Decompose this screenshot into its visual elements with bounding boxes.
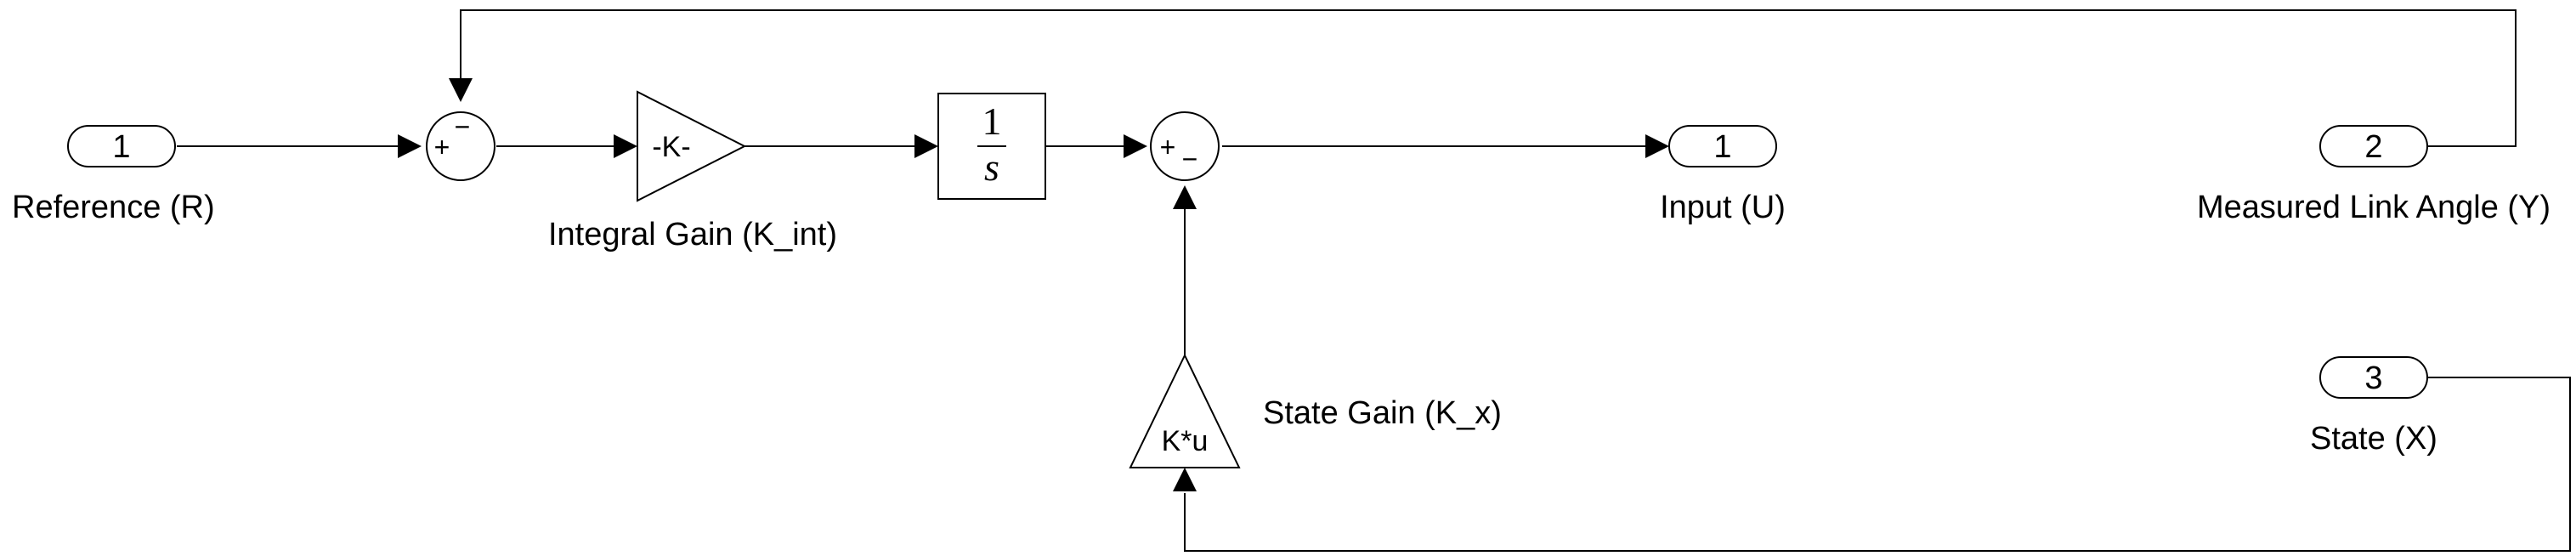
inport-measured-link-angle-label: Measured Link Angle (Y) [2197, 190, 2551, 225]
arrow-into-sum2-left [1124, 134, 1147, 158]
arrow-into-sum1-top [449, 78, 473, 102]
inport-measured-link-angle-shape [2319, 125, 2428, 167]
outport-input-number: 1 [1713, 129, 1731, 165]
integrator-denominator: s [984, 145, 999, 189]
inport-state-shape [2319, 356, 2428, 399]
sum-block-2-minus-sign: − [1182, 144, 1198, 174]
integrator-block[interactable]: 1 s [937, 93, 1046, 200]
arrow-into-state-gain [1173, 468, 1197, 491]
sum-block-2[interactable]: + − [1150, 111, 1220, 181]
inport-reference-label: Reference (R) [12, 190, 215, 225]
sum-block-1-minus-sign: − [455, 111, 471, 142]
sum-block-1-plus-sign: + [434, 132, 450, 162]
state-gain-text: K*u [1162, 425, 1209, 457]
inport-measured-link-angle[interactable]: 2 Measured Link Angle (Y) [2197, 125, 2551, 225]
arrow-into-output [1645, 134, 1669, 158]
inport-reference-shape [67, 125, 176, 167]
outport-input[interactable]: 1 Input (U) [1660, 125, 1786, 225]
state-gain-label: State Gain (K_x) [1263, 395, 1502, 431]
state-gain-block[interactable]: K*u State Gain (K_x) [1129, 353, 1502, 468]
inport-measured-link-angle-number: 2 [2364, 129, 2382, 165]
state-gain-shape [1129, 353, 1241, 468]
wire-state-feedback [1184, 377, 2571, 552]
arrow-into-sum1-left [398, 134, 422, 158]
inport-reference-number: 1 [112, 129, 130, 165]
integral-gain-shape [637, 90, 747, 202]
inport-reference[interactable]: 1 Reference (R) [12, 125, 215, 225]
sum-block-1-shape [426, 111, 495, 181]
inport-state-label: State (X) [2310, 421, 2437, 457]
arrow-into-sum2-bottom [1173, 185, 1197, 209]
inport-state[interactable]: 3 State (X) [2310, 356, 2437, 457]
arrow-into-integrator [914, 134, 938, 158]
inport-state-number: 3 [2364, 360, 2382, 396]
sum-block-2-plus-sign: + [1160, 132, 1176, 162]
sum-block-1[interactable]: + − [426, 111, 495, 181]
outport-input-shape [1668, 125, 1777, 167]
integral-gain-text: -K- [652, 131, 690, 163]
arrow-into-integral-gain [614, 134, 637, 158]
sum-block-2-shape [1150, 111, 1220, 181]
wire-measured-angle-feedback [460, 9, 2517, 147]
integrator-numerator: 1 [982, 99, 1002, 143]
integral-gain-label: Integral Gain (K_int) [548, 217, 837, 252]
outport-input-label: Input (U) [1660, 190, 1786, 225]
integral-gain-block[interactable]: -K- Integral Gain (K_int) [548, 90, 837, 252]
signal-lines [177, 9, 2571, 552]
